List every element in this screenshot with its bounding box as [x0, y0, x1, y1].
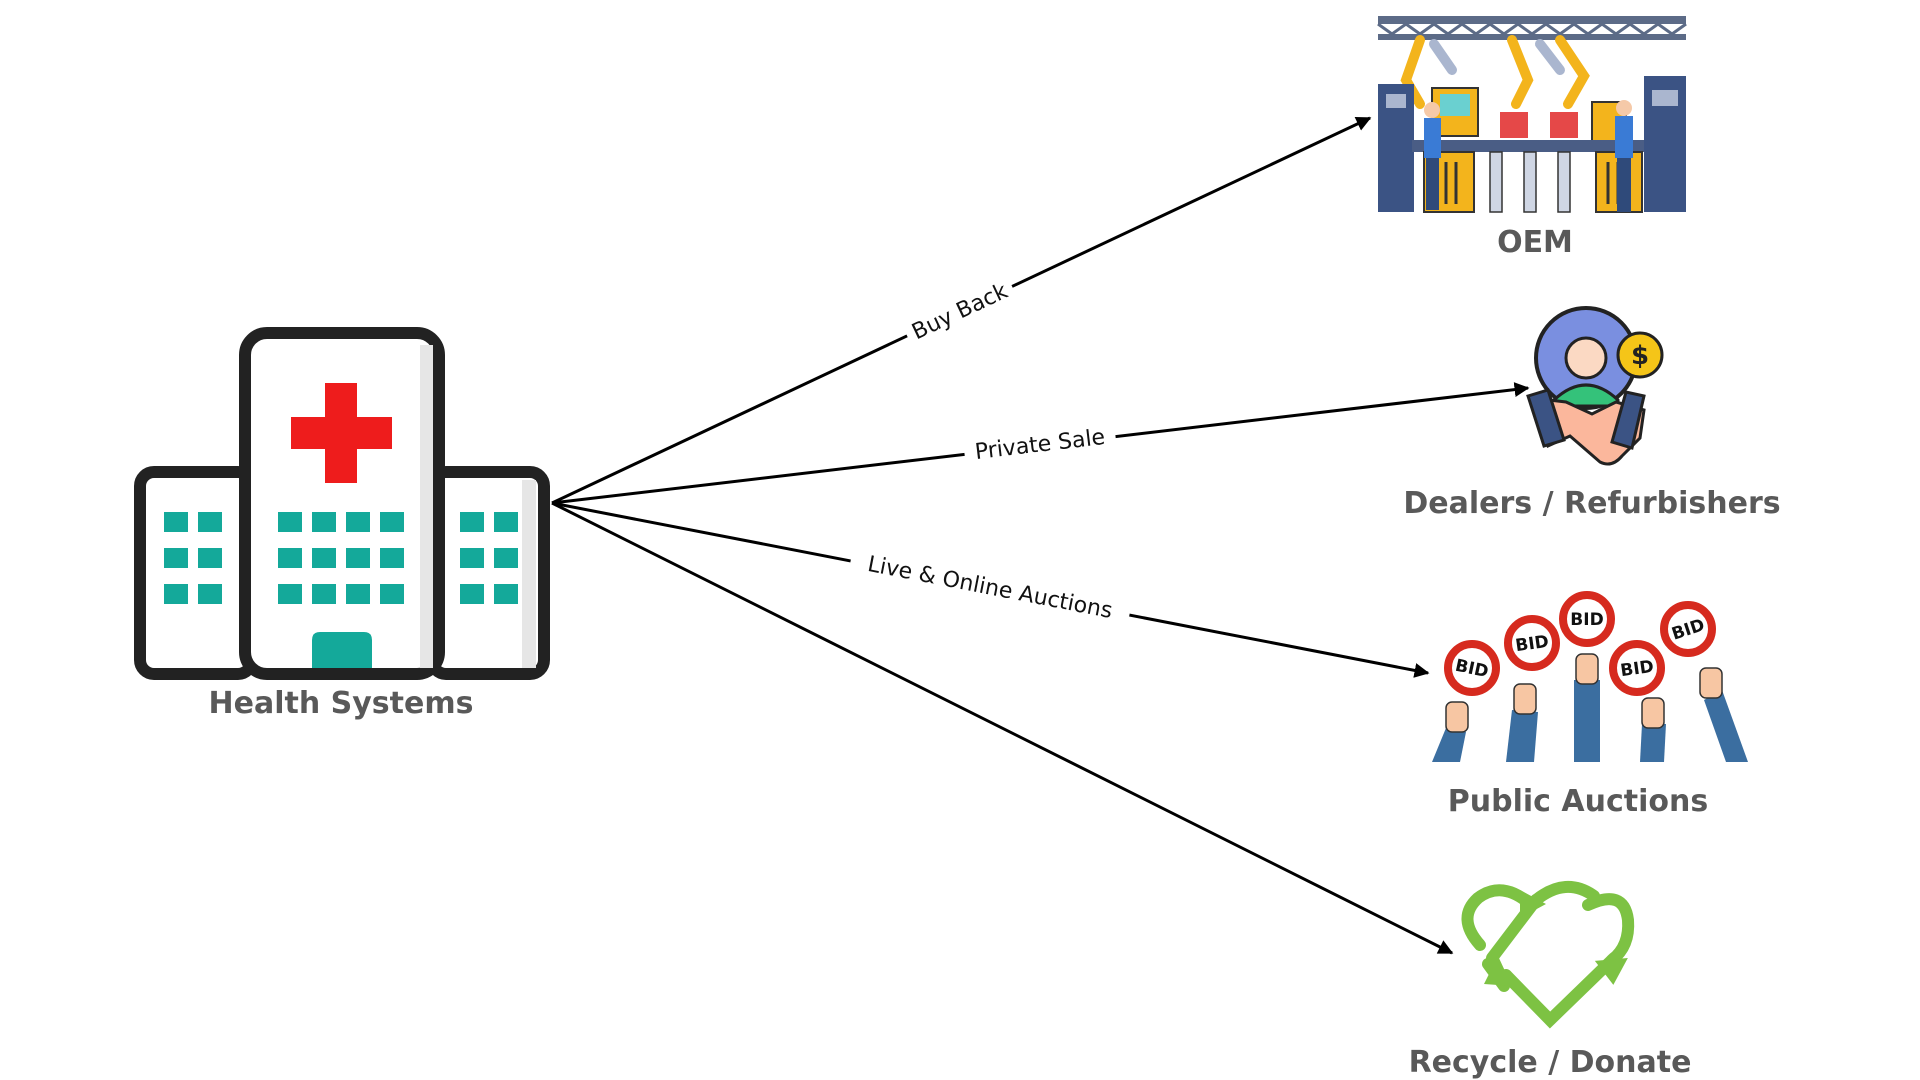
- recycle-heart-icon: [1461, 880, 1635, 1029]
- svg-text:BID: BID: [1619, 657, 1655, 681]
- node-public-auctions: BID BID BID BID BID Public Auctions: [1432, 591, 1748, 819]
- edge-label-private-sale: Private Sale: [962, 419, 1118, 471]
- bid-paddles-icon: BID BID BID BID BID: [1432, 591, 1748, 762]
- edge-label-auctions: Live & Online Auctions: [847, 544, 1133, 632]
- edge-recycle: [551, 501, 1454, 955]
- node-recycle: Recycle / Donate: [1409, 880, 1692, 1080]
- svg-text:BID: BID: [1570, 610, 1603, 630]
- node-health-systems: Health Systems: [134, 327, 550, 721]
- label-health-systems: Health Systems: [209, 686, 474, 721]
- label-public-auctions: Public Auctions: [1448, 784, 1708, 819]
- label-recycle-donate: Recycle / Donate: [1409, 1045, 1692, 1080]
- recycle-arrowheads: [1484, 890, 1628, 986]
- svg-text:BID: BID: [1514, 632, 1550, 656]
- node-oem: OEM: [1377, 16, 1687, 260]
- handshake-dealer-icon: $: [1526, 306, 1664, 466]
- node-dealers: $ Dealers / Refurbishers: [1403, 306, 1781, 521]
- edge-label-buy-back: Buy Back: [900, 271, 1020, 353]
- factory-robots-icon: [1377, 16, 1687, 213]
- hospital-icon: [134, 327, 550, 680]
- svg-text:$: $: [1631, 341, 1649, 371]
- label-oem: OEM: [1497, 225, 1573, 260]
- label-dealers: Dealers / Refurbishers: [1403, 486, 1780, 521]
- edges: Buy Back Private Sale Live & Online Auct…: [551, 116, 1530, 955]
